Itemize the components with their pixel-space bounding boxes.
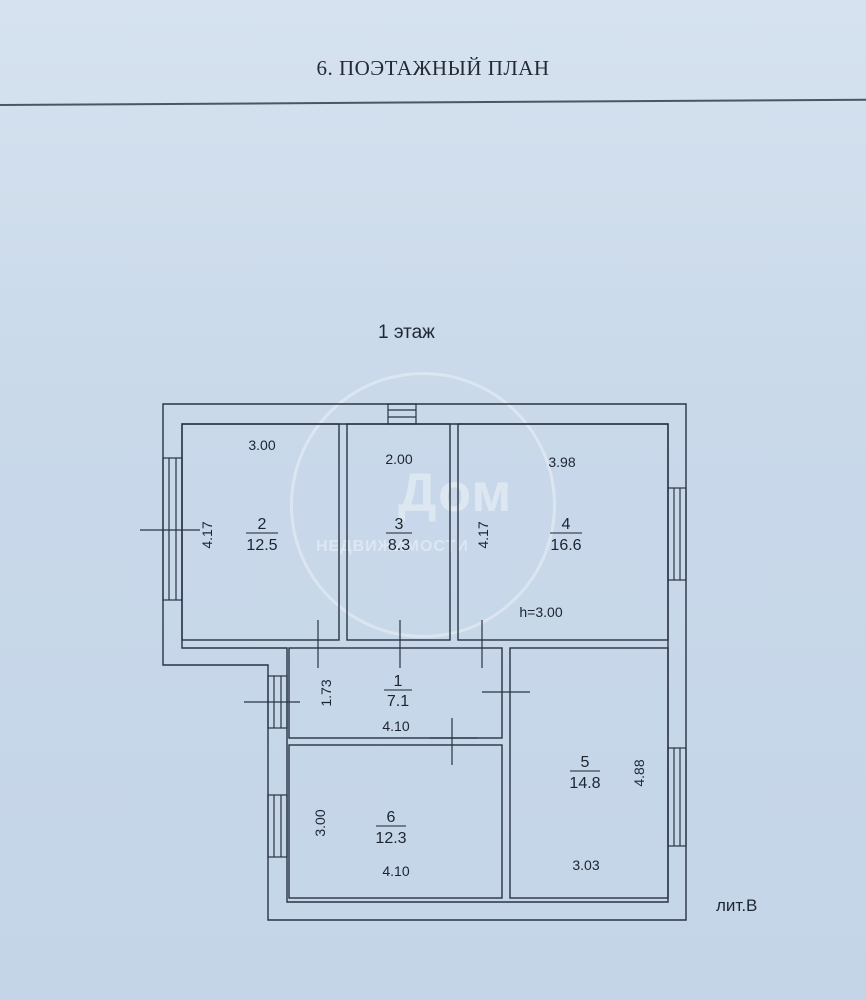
room-1-height: 1.73 (318, 679, 334, 706)
room-4-number: 4 (562, 516, 571, 533)
room-5-height: 4.88 (631, 759, 647, 786)
room-4-area: 16.6 (550, 537, 581, 554)
room-6-number: 6 (387, 809, 396, 826)
watermark-logo: Дом (398, 463, 513, 523)
room-5-width: 3.03 (572, 857, 599, 873)
document-title: 6. ПОЭТАЖНЫЙ ПЛАН (316, 56, 550, 80)
room-6-width: 4.10 (382, 863, 409, 879)
room-1-outline (288, 647, 503, 739)
room-1-number: 1 (394, 673, 403, 690)
room-6-area: 12.3 (375, 830, 406, 847)
room-4-width: 3.98 (548, 454, 575, 470)
room-1-area: 7.1 (387, 693, 409, 710)
inner-wall (181, 423, 669, 903)
window-right-upper (667, 487, 687, 581)
window-top (387, 403, 417, 425)
room-3-area: 8.3 (388, 537, 410, 554)
room-2-width: 3.00 (248, 437, 275, 453)
room-6-height: 3.00 (312, 809, 328, 836)
room-2-area: 12.5 (246, 537, 277, 554)
room-3-number: 3 (395, 516, 404, 533)
building-label: лит.В (716, 896, 758, 915)
room-6-outline (288, 744, 503, 899)
window-lower-left (267, 794, 288, 858)
room-2-height: 4.17 (199, 521, 215, 548)
room-5-area: 14.8 (569, 775, 600, 792)
room-3-width: 2.00 (385, 451, 412, 467)
ceiling-height: h=3.00 (519, 604, 562, 620)
room-5-number: 5 (581, 754, 590, 771)
window-right-lower (667, 747, 687, 847)
outer-wall (162, 403, 687, 921)
room-4-height: 4.17 (475, 521, 491, 548)
room-1-width: 4.10 (382, 718, 409, 734)
room-2-number: 2 (258, 516, 267, 533)
watermark-subtitle: НЕДВИЖИМОСТИ (316, 538, 469, 555)
window-left (162, 457, 183, 601)
floor-label: 1 этаж (378, 322, 435, 343)
